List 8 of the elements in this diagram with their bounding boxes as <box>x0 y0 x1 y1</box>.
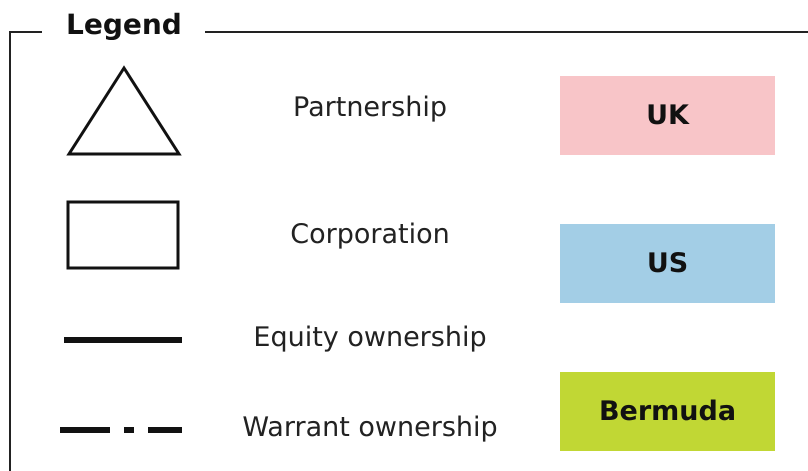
legend-label: Corporation <box>290 219 450 250</box>
legend-label: Partnership <box>293 92 447 123</box>
color-swatch: Bermuda <box>560 372 775 451</box>
legend-title: Legend <box>66 8 182 41</box>
color-swatch: US <box>560 224 775 303</box>
legend-label: Equity ownership <box>253 322 487 353</box>
legend-label: Warrant ownership <box>242 412 498 443</box>
color-swatch: UK <box>560 76 775 155</box>
